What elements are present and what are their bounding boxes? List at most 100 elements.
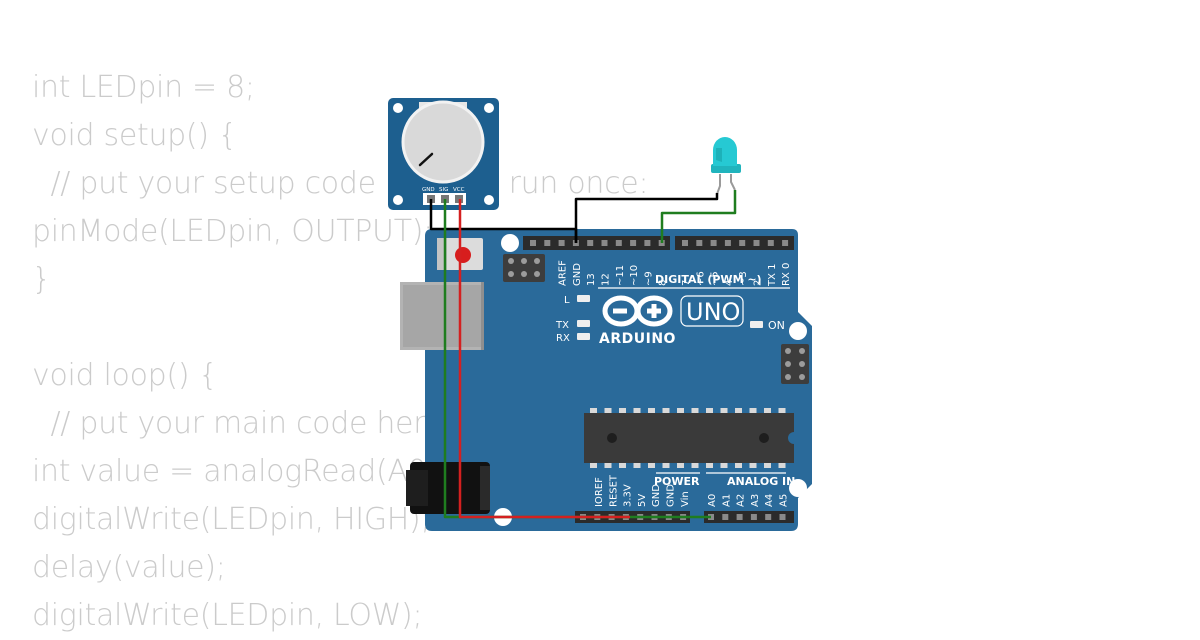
pin-label: RX 0 — [781, 263, 792, 286]
header-pin[interactable] — [696, 240, 703, 246]
arduino-logo-text: ARDUINO — [599, 331, 676, 347]
header-pin[interactable] — [767, 240, 774, 246]
arduino-logo-icon — [602, 295, 673, 327]
header-pin[interactable] — [736, 514, 743, 520]
chip-pin — [778, 462, 786, 468]
led-on — [750, 321, 763, 328]
pin-label: 3.3V — [623, 484, 634, 507]
uno-badge — [680, 295, 744, 327]
mounting-hole — [484, 195, 494, 205]
pin-label: 4 — [724, 280, 735, 286]
chip-pin — [677, 462, 684, 468]
header-pin[interactable] — [722, 514, 729, 520]
potentiometer-knob[interactable] — [401, 100, 485, 184]
led-l — [577, 295, 590, 302]
header-pin[interactable] — [615, 240, 622, 246]
chip-pin — [662, 408, 670, 414]
code-line: digitalWrite(LEDpin, HIGH); — [32, 502, 431, 537]
chip-pin — [619, 408, 626, 414]
pin-label: Vin — [680, 491, 691, 507]
header-pin[interactable] — [782, 240, 789, 246]
header-pin[interactable] — [544, 240, 551, 246]
code-line: digitalWrite(LEDpin, LOW); — [32, 598, 423, 633]
code-line: int LEDpin = 8; — [32, 70, 255, 105]
chip-pin — [691, 462, 699, 468]
pin-label: ~9 — [643, 271, 654, 286]
pin-label: GND — [572, 263, 583, 286]
pin-label: GND — [651, 484, 662, 507]
header-pin[interactable] — [644, 240, 651, 246]
pin-label: A1 — [721, 494, 732, 507]
digital-header-label: DIGITAL (PWM ~) — [655, 273, 762, 286]
pot-pin-sig-label: SIG — [439, 187, 448, 193]
pin-label: ~6 — [695, 271, 706, 286]
wire-pot-gnd — [429, 199, 578, 243]
mounting-hole — [789, 322, 807, 340]
pin-label: A4 — [764, 494, 775, 507]
header-pin[interactable] — [765, 514, 772, 520]
header-pin[interactable] — [753, 240, 760, 246]
code-line: delay(value); — [32, 550, 226, 585]
chip-pin — [764, 462, 771, 468]
mounting-hole — [393, 195, 403, 205]
header-pin[interactable] — [750, 514, 757, 520]
header-pin[interactable] — [601, 240, 608, 246]
analog-header-label: ANALOG IN — [727, 475, 795, 488]
header-pin[interactable] — [530, 240, 536, 246]
digital-header-left — [523, 236, 670, 250]
mounting-hole — [393, 103, 403, 113]
chip-pin — [720, 408, 728, 414]
wire-led-gnd — [574, 193, 719, 243]
pin-label: 7 — [681, 280, 692, 286]
led-rx-label: RX — [556, 333, 570, 344]
chip-pin — [691, 408, 699, 414]
header-pin[interactable] — [724, 240, 731, 246]
chip-pin — [648, 462, 655, 468]
header-pin[interactable] — [587, 240, 594, 246]
chip-pin — [604, 408, 612, 414]
chip-pin — [706, 462, 713, 468]
header-pin[interactable] — [739, 240, 746, 246]
code-line: void setup() { — [32, 118, 237, 153]
led-l-label: L — [564, 295, 570, 306]
pin-label: TX 1 — [767, 264, 778, 288]
header-pin[interactable] — [682, 240, 688, 246]
pin-label: 12 — [601, 273, 612, 286]
led-tx — [577, 320, 590, 327]
pin-label: A5 — [779, 494, 790, 507]
pin-label: A0 — [707, 494, 718, 507]
led[interactable] — [711, 137, 741, 195]
pin-label: 13 — [586, 273, 597, 286]
pin-label: ~5 — [710, 271, 721, 286]
icsp-header — [503, 254, 545, 282]
led-rim — [711, 164, 741, 173]
uno-label: UNO — [686, 298, 740, 326]
pin-label: GND — [666, 484, 677, 507]
pot-pin-gnd-label: GND — [422, 187, 435, 193]
header-pin[interactable] — [779, 514, 786, 520]
power-jack[interactable] — [406, 462, 490, 514]
mounting-hole — [484, 103, 494, 113]
pin-label: ~11 — [615, 265, 626, 286]
pin-label: ~3 — [738, 271, 749, 286]
potentiometer[interactable]: GND SIG VCC — [388, 98, 499, 210]
icsp2-header — [781, 344, 809, 384]
chip-pin — [764, 408, 771, 414]
chip-pin — [677, 408, 684, 414]
chip-pin — [720, 462, 728, 468]
pin-label: A3 — [750, 494, 761, 507]
header-pin[interactable] — [630, 240, 637, 246]
knob-indicator-icon — [418, 152, 434, 167]
header-pin[interactable] — [558, 240, 565, 246]
mounting-hole — [789, 479, 807, 497]
code-line: void loop() { — [32, 358, 218, 393]
header-pin[interactable] — [710, 240, 717, 246]
usb-connector[interactable] — [400, 282, 484, 350]
wire-led-pin8 — [660, 190, 737, 243]
chip-pin — [662, 462, 670, 468]
led-tx-label: TX — [555, 320, 569, 331]
pin-label: 2 — [753, 280, 764, 286]
pin-label: AREF — [558, 260, 569, 286]
